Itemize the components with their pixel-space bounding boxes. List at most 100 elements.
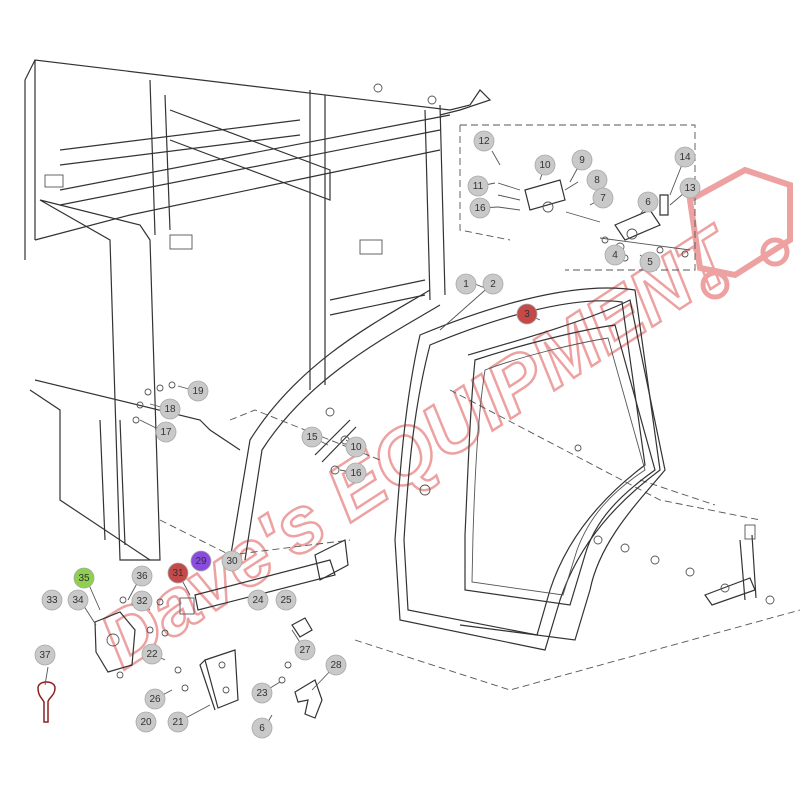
callout-circle: [159, 398, 181, 420]
callout-37: 37: [34, 644, 56, 666]
watermark-text: Dave's EQUIPMENT: [84, 208, 753, 685]
callout-11: 11: [467, 175, 489, 197]
callout-34: 34: [67, 589, 89, 611]
callout-label: 7: [600, 193, 606, 204]
callout-circle: [251, 717, 273, 739]
latch-rod: [179, 539, 349, 615]
callout-label: 9: [579, 155, 585, 166]
callout-circle: [144, 688, 166, 710]
callout-label: 18: [164, 404, 176, 415]
callout-27: 27: [294, 639, 316, 661]
callout-9: 9: [571, 149, 593, 171]
callout-circle: [516, 303, 538, 325]
lower-hinge: [593, 524, 775, 606]
callout-circle: [571, 149, 593, 171]
callout-label: 36: [136, 571, 148, 582]
callout-label: 10: [350, 442, 362, 453]
callout-12: 12: [473, 130, 495, 152]
callout-25: 25: [275, 589, 297, 611]
callout-label: 20: [140, 717, 152, 728]
key-icon: [37, 681, 56, 723]
callout-10: 10: [345, 436, 367, 458]
callout-label: 33: [46, 595, 58, 606]
callout-label: 16: [350, 468, 362, 479]
callout-1: 1: [455, 273, 477, 295]
callout-label: 24: [252, 595, 264, 606]
callout-label: 28: [330, 660, 342, 671]
callout-label: 34: [72, 595, 84, 606]
callout-circle: [41, 589, 63, 611]
callout-label: 17: [160, 427, 172, 438]
callout-15: 15: [301, 426, 323, 448]
callout-circle: [135, 711, 157, 733]
handle-bracket: [199, 649, 239, 711]
callout-31: 31: [167, 562, 189, 584]
callout-circle: [131, 590, 153, 612]
callout-21: 21: [167, 711, 189, 733]
callout-circle: [604, 244, 626, 266]
callout-label: 27: [299, 645, 311, 656]
callout-label: 11: [473, 181, 484, 192]
callout-circle: [674, 146, 696, 168]
callout-label: 26: [149, 694, 161, 705]
callout-10: 10: [534, 154, 556, 176]
callout-circle: [467, 175, 489, 197]
callout-16: 16: [345, 462, 367, 484]
callout-3: 3: [516, 303, 538, 325]
callout-20: 20: [135, 711, 157, 733]
callout-17: 17: [155, 421, 177, 443]
callout-circle: [469, 197, 491, 219]
callout-label: 19: [192, 386, 204, 397]
callout-33: 33: [41, 589, 63, 611]
callout-6: 6: [251, 717, 273, 739]
fasteners: [132, 83, 437, 692]
callout-label: 23: [256, 688, 268, 699]
callout-14: 14: [674, 146, 696, 168]
callout-circle: [534, 154, 556, 176]
cab-frame: [24, 59, 492, 561]
callout-circle: [294, 639, 316, 661]
callout-circle: [637, 191, 659, 213]
callout-circle: [275, 589, 297, 611]
callout-2: 2: [482, 273, 504, 295]
callout-4: 4: [604, 244, 626, 266]
callout-circle: [247, 589, 269, 611]
callout-circle: [141, 643, 163, 665]
callout-circle: [482, 273, 504, 295]
callout-circle: [167, 711, 189, 733]
callout-label: 4: [612, 250, 618, 261]
callout-label: 6: [259, 723, 265, 734]
callout-29: 29: [190, 550, 212, 572]
callout-label: 22: [146, 649, 158, 660]
callout-28: 28: [325, 654, 347, 676]
callout-36: 36: [131, 565, 153, 587]
callout-19: 19: [187, 380, 209, 402]
callout-circle: [473, 130, 495, 152]
callout-label: 32: [136, 596, 148, 607]
callout-circle: [325, 654, 347, 676]
callout-label: 5: [647, 257, 653, 268]
callout-label: 8: [594, 175, 600, 186]
callout-8: 8: [586, 169, 608, 191]
callout-circle: [251, 682, 273, 704]
callout-5: 5: [639, 251, 661, 273]
callout-label: 12: [478, 136, 490, 147]
callout-circle: [167, 562, 189, 584]
callout-18: 18: [159, 398, 181, 420]
callout-6: 6: [637, 191, 659, 213]
callout-label: 30: [226, 556, 238, 567]
callout-13: 13: [679, 177, 701, 199]
callout-circle: [34, 644, 56, 666]
callout-label: 29: [195, 556, 207, 567]
callout-16: 16: [469, 197, 491, 219]
callout-label: 14: [679, 152, 691, 163]
callout-label: 2: [490, 279, 496, 290]
strut-assembly: [314, 407, 357, 475]
callout-circle: [639, 251, 661, 273]
upper-hinge: [497, 179, 691, 262]
callout-circle: [592, 187, 614, 209]
callout-label: 6: [645, 197, 651, 208]
truck-logo-icon: [686, 166, 793, 279]
